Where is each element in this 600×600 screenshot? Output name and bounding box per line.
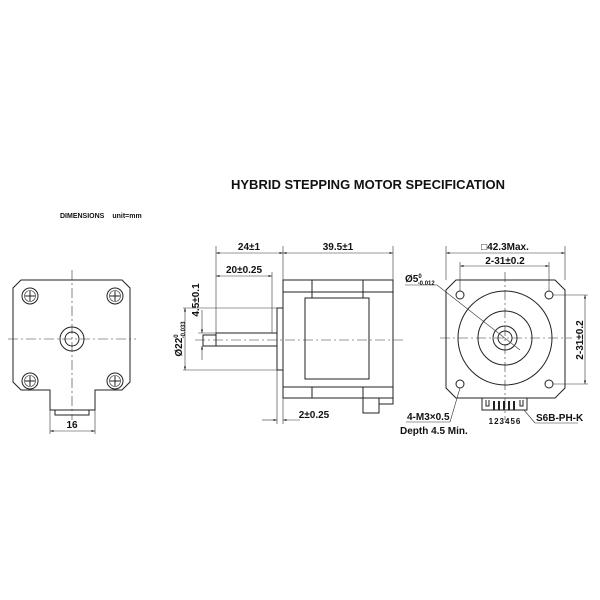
hole-spacing-h-dim: 2-31±0.2 bbox=[485, 256, 525, 267]
thread-spec: 4-M3×0.5 bbox=[407, 412, 450, 423]
boss-diameter-dim: Ø220-0.033 bbox=[174, 321, 187, 357]
shaft-diameter-dim: Ø50-0.012 bbox=[405, 274, 435, 287]
drawing-title: HYBRID STEPPING MOTOR SPECIFICATION bbox=[231, 177, 505, 192]
rear-view: 16 bbox=[8, 270, 136, 434]
connector bbox=[481, 397, 528, 411]
thread-depth: Depth 4.5 Min. bbox=[400, 426, 468, 437]
shaft-length-dim: 24±1 bbox=[238, 242, 261, 253]
flat-depth-dim: 4.5±0.1 bbox=[191, 283, 202, 317]
flat-length-dim: 20±0.25 bbox=[226, 265, 263, 276]
front-view: 123456 □42.3Max. 2-31±0.2 2-31±0.2 Ø50-0… bbox=[400, 242, 588, 437]
boss-height-dim: 2±0.25 bbox=[299, 410, 330, 421]
hole-spacing-v-dim: 2-31±0.2 bbox=[575, 320, 586, 360]
side-view: 24±1 39.5±1 20±0.25 4.5±0.1 Ø220-0.033 2… bbox=[174, 242, 405, 424]
body-length-dim: 39.5±1 bbox=[323, 242, 354, 253]
pin-numbers: 123456 bbox=[489, 417, 522, 426]
screw-icon bbox=[21, 287, 124, 390]
body-size-dim: □42.3Max. bbox=[481, 242, 529, 253]
connector-label: S6B-PH-K bbox=[536, 413, 584, 424]
tab-width-dim: 16 bbox=[66, 420, 78, 431]
